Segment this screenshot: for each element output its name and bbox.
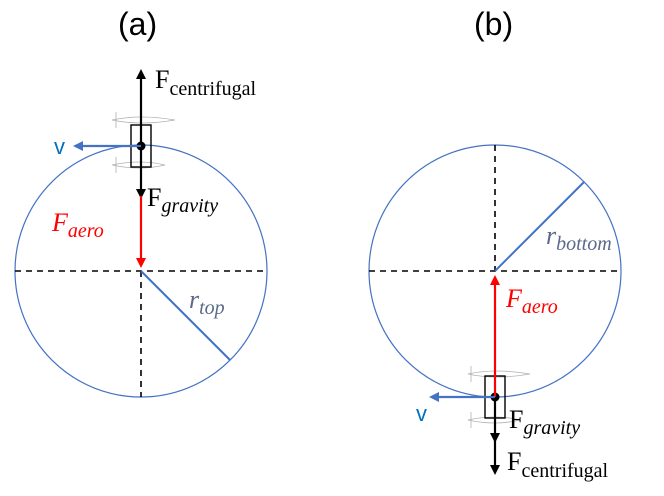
panel-a-gravity-label: Fgravity	[147, 183, 218, 217]
panel-b-gravity-label: Fgravity	[509, 405, 580, 439]
panel-a: (a) v Fcentrifugal Fgravity Faero	[14, 6, 268, 398]
panel-a-centrifugal-label: Fcentrifugal	[155, 65, 257, 100]
panel-b-radius-label: rbottom	[546, 221, 612, 255]
panel-a-label: (a)	[118, 6, 157, 42]
panel-a-radius-label: rtop	[189, 285, 225, 319]
panel-a-radius-line	[140, 270, 231, 361]
panel-b: (b) v Fgravity Fcentrifugal Faero	[368, 6, 622, 482]
panel-b-aero-label: Faero	[505, 284, 558, 318]
panel-b-label: (b)	[474, 6, 513, 42]
panel-b-radius-line	[494, 181, 585, 272]
panel-a-velocity-label: v	[54, 134, 65, 159]
panel-b-centrifugal-label: Fcentrifugal	[507, 447, 609, 482]
panel-a-aero-label: Faero	[51, 208, 104, 242]
panel-b-velocity-label: v	[416, 401, 427, 426]
